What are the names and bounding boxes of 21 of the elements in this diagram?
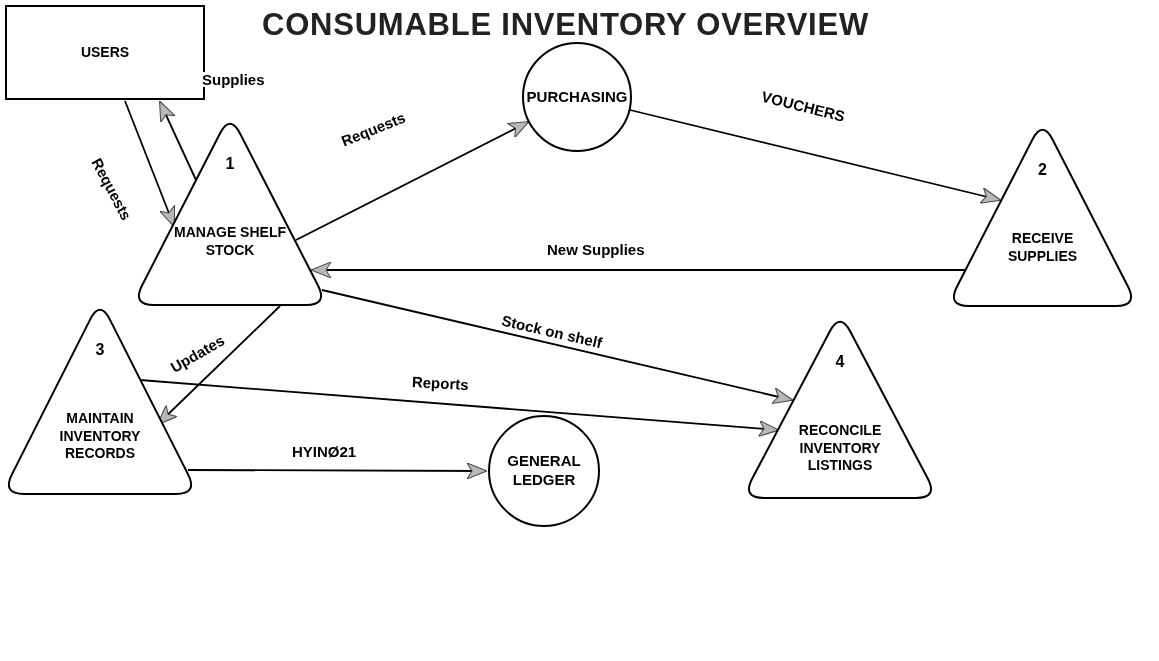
- arrow: [310, 261, 967, 279]
- process-label: RECONCILE INVENTORY LISTINGS: [797, 422, 883, 475]
- process-number: 4: [835, 352, 845, 372]
- edge-label: Supplies: [200, 72, 267, 87]
- process-label: MAINTAIN INVENTORY RECORDS: [58, 410, 142, 463]
- arrow: [187, 462, 488, 480]
- process-label: RECEIVE SUPPLIES: [1006, 230, 1079, 265]
- edge-label: Reports: [409, 374, 471, 393]
- edge-label: HYINØ21: [290, 444, 359, 459]
- process-number: 1: [225, 154, 235, 174]
- process-number: 3: [95, 340, 105, 360]
- arrow: [159, 100, 197, 181]
- process-label: MANAGE SHELF STOCK: [173, 224, 287, 259]
- arrow: [321, 289, 794, 404]
- node-label: GENERAL LEDGER: [506, 452, 582, 490]
- node-label: PURCHASING: [525, 87, 629, 107]
- process-number: 2: [1038, 160, 1047, 180]
- diagram-title: CONSUMABLE INVENTORY OVERVIEW: [262, 6, 869, 44]
- edge-label: New Supplies: [545, 242, 647, 257]
- arrow: [295, 121, 530, 241]
- node-label: USERS: [80, 43, 130, 62]
